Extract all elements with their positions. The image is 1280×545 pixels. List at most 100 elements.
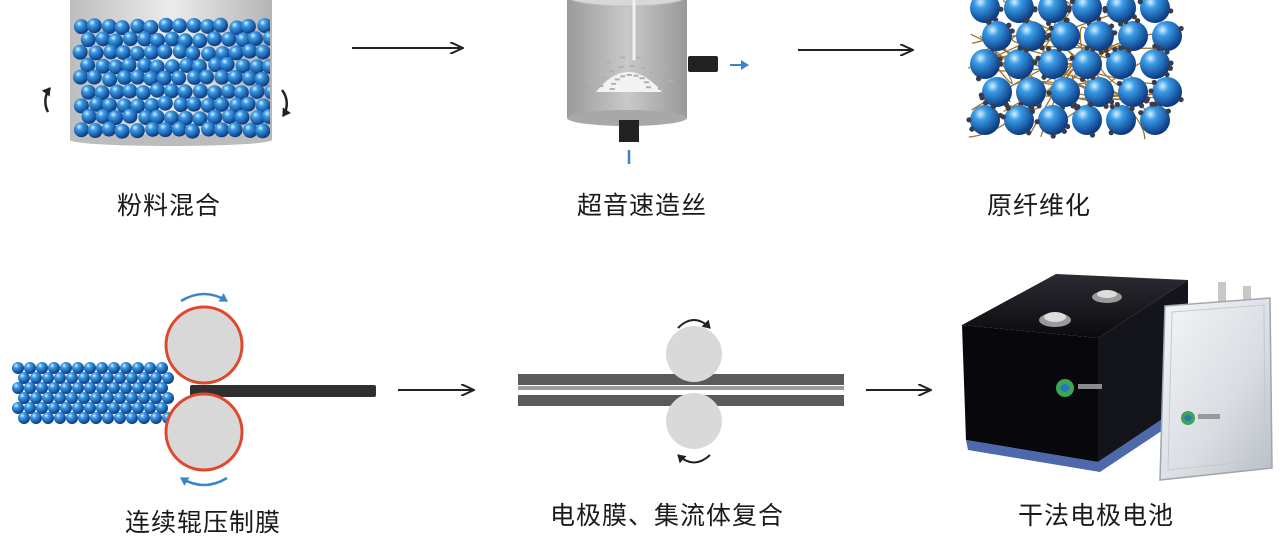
particle xyxy=(201,46,217,62)
particle xyxy=(132,382,144,394)
particle xyxy=(1016,77,1046,107)
particle xyxy=(219,56,235,72)
particle xyxy=(1118,21,1148,51)
particle xyxy=(122,31,138,47)
fibrillation-illustration xyxy=(966,0,1184,140)
particle xyxy=(80,32,96,48)
particle xyxy=(102,372,114,384)
particle xyxy=(1084,77,1114,107)
particle xyxy=(149,82,165,98)
particle xyxy=(102,392,114,404)
particle xyxy=(73,98,89,114)
particle xyxy=(73,19,89,35)
particle xyxy=(42,372,54,384)
electrode-film-top xyxy=(518,374,844,385)
particle xyxy=(84,402,96,414)
particle xyxy=(150,392,162,404)
particle xyxy=(48,362,60,374)
particle xyxy=(172,43,188,59)
logo-icon xyxy=(1056,379,1102,397)
particle xyxy=(95,58,111,74)
particle xyxy=(1004,0,1034,23)
particle xyxy=(1072,49,1102,79)
particle xyxy=(143,19,159,35)
particle xyxy=(1038,49,1068,79)
particle xyxy=(81,108,97,124)
particle xyxy=(156,362,168,374)
particle xyxy=(66,372,78,384)
particle xyxy=(129,69,145,85)
particle xyxy=(970,49,1000,79)
particle xyxy=(132,362,144,374)
particle xyxy=(192,33,208,49)
particle xyxy=(72,362,84,374)
bottom-outlet xyxy=(619,120,639,142)
particle xyxy=(1072,0,1102,23)
particle xyxy=(130,18,146,34)
particle xyxy=(201,121,217,137)
step-label-roll-pressing: 连续辊压制膜 xyxy=(125,508,282,537)
particle xyxy=(108,110,124,126)
rotation-left-icon xyxy=(41,87,52,113)
ultrasonic-spinning-illustration xyxy=(567,0,749,164)
particle xyxy=(208,57,224,73)
particle xyxy=(122,83,138,99)
particle xyxy=(122,108,138,124)
particle xyxy=(207,85,223,101)
particle xyxy=(235,58,251,74)
particle xyxy=(1084,21,1114,51)
particle xyxy=(30,412,42,424)
lamination-illustration xyxy=(518,319,844,464)
particle xyxy=(121,57,137,73)
particle xyxy=(241,70,257,86)
particle xyxy=(90,392,102,404)
roll-pressing-illustration xyxy=(12,292,376,487)
particle xyxy=(200,18,216,34)
particle xyxy=(1140,0,1170,23)
particle xyxy=(101,19,117,35)
particle xyxy=(96,382,108,394)
particle xyxy=(12,402,24,414)
battery-box-top xyxy=(962,274,1188,338)
particle xyxy=(157,122,173,138)
particle xyxy=(114,123,130,139)
particle xyxy=(129,123,145,139)
particle xyxy=(66,392,78,404)
step-label-dry-battery: 干法电极电池 xyxy=(1018,501,1175,530)
particle xyxy=(207,109,223,125)
particle xyxy=(214,96,230,112)
particle xyxy=(89,96,105,112)
particle xyxy=(78,412,90,424)
particle xyxy=(54,392,66,404)
particle xyxy=(1106,0,1136,23)
particle xyxy=(178,110,194,126)
particle xyxy=(255,123,270,139)
particle xyxy=(108,362,120,374)
particle xyxy=(114,372,126,384)
particle xyxy=(114,392,126,404)
particle xyxy=(1038,105,1068,135)
particle xyxy=(78,392,90,404)
particle xyxy=(249,83,265,99)
particle xyxy=(229,97,245,113)
particle xyxy=(982,77,1012,107)
particle xyxy=(42,392,54,404)
particle xyxy=(240,18,256,34)
particle xyxy=(254,71,270,87)
particle xyxy=(255,44,270,60)
particle xyxy=(1140,49,1170,79)
particle xyxy=(12,382,24,394)
particle xyxy=(144,97,160,113)
particle xyxy=(120,362,132,374)
particle xyxy=(192,111,208,127)
particle xyxy=(138,110,154,126)
logo-icon xyxy=(1181,411,1220,425)
particle xyxy=(1106,105,1136,135)
particle xyxy=(1106,49,1136,79)
particle xyxy=(117,69,133,85)
particle xyxy=(135,85,151,101)
particle xyxy=(171,121,187,137)
particle xyxy=(95,31,111,47)
particle xyxy=(144,382,156,394)
particle xyxy=(164,110,180,126)
